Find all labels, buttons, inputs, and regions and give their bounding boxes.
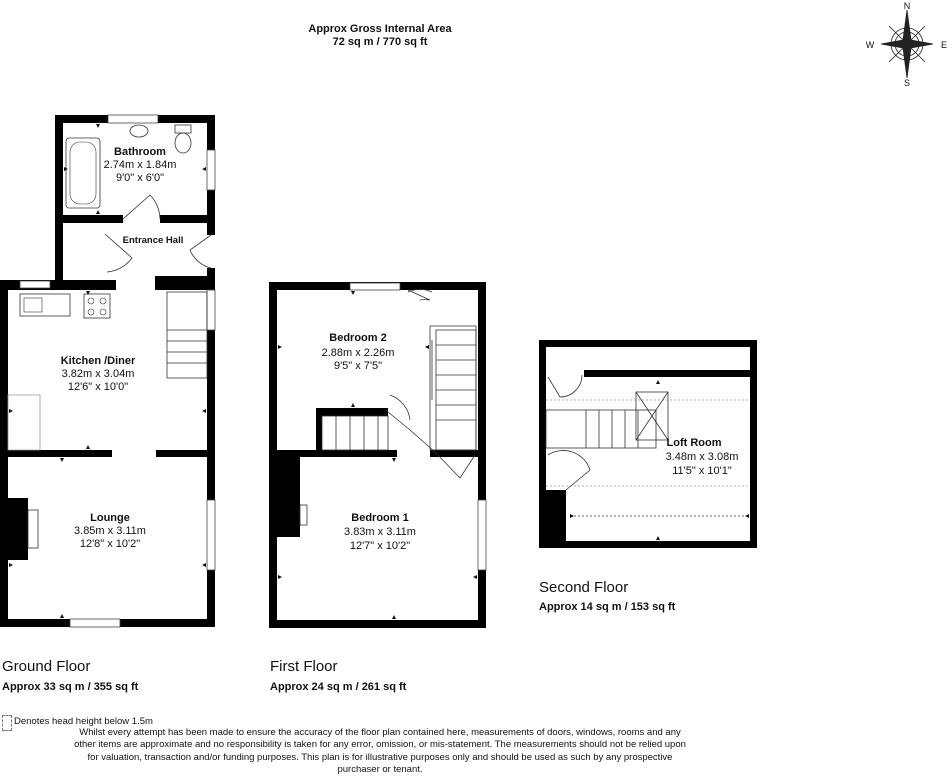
bathroom-name: Bathroom [114, 146, 166, 158]
second-measure-arrows [570, 380, 749, 540]
basin-icon [129, 124, 149, 138]
lounge-imperial: 12'8" x 10'2" [80, 538, 140, 550]
fridge-icon [7, 394, 41, 451]
bedroom1-door [409, 429, 476, 479]
kitchen-imperial: 12'6" x 10'0" [68, 381, 128, 393]
disclaimer: Whilst every attempt has been made to en… [74, 727, 686, 775]
first-floor-area: Approx 24 sq m / 261 sq ft [270, 681, 407, 693]
bedroom2-door [407, 289, 431, 301]
bedroom1-imperial: 12'7" x 10'2" [350, 540, 410, 552]
kitchen-lounge-walls [0, 276, 215, 627]
loft-cupboard-door [547, 450, 591, 491]
front-door [189, 234, 212, 269]
compass-n: N [904, 1, 911, 11]
kitchen-stairs [166, 291, 208, 379]
hearth-icon [27, 509, 39, 549]
loft-name: Loft Room [667, 437, 722, 449]
bathroom-metric: 2.74m x 1.84m [104, 159, 177, 171]
lounge-metric: 3.85m x 3.11m [74, 525, 146, 537]
ground-floor-plan: Bathroom 2.74m x 1.84m 9'0" x 6'0" Entra… [0, 114, 216, 628]
loft-metric: 3.48m x 3.08m [666, 451, 739, 463]
bedroom1-name: Bedroom 1 [351, 512, 408, 524]
ground-floor-name: Ground Floor [2, 658, 90, 675]
legend-text: Denotes head height below 1.5m [14, 716, 153, 727]
hall-door [104, 233, 133, 273]
compass-s: S [904, 78, 910, 88]
ground-floor-area: Approx 33 sq m / 355 sq ft [2, 681, 139, 693]
ground-measure-arrows [9, 124, 206, 618]
ground-windows [19, 114, 216, 628]
bedroom2-name: Bedroom 2 [329, 332, 386, 344]
second-floor-walls [539, 340, 757, 548]
gross-area-value: 72 sq m / 770 sq ft [332, 36, 428, 48]
bedroom2-metric: 2.88m x 2.26m [322, 347, 395, 359]
second-stairs [545, 391, 669, 449]
sink-icon [19, 293, 71, 317]
legend-swatch [2, 715, 12, 731]
first-stairs [321, 325, 477, 451]
first-measure-arrows [278, 291, 477, 619]
loft-door [547, 374, 583, 398]
sink-bowl-icon [23, 297, 43, 313]
low-headroom-zones [546, 399, 750, 487]
gross-area-title: Approx Gross Internal Area [308, 23, 452, 35]
bathroom-imperial: 9'0" x 6'0" [116, 172, 164, 184]
lounge-name: Lounge [90, 512, 130, 524]
entrance-hall-walls [55, 223, 215, 283]
compass-rose-icon [880, 9, 934, 79]
second-floor-plan: Loft Room 3.48m x 3.08m 11'5" x 10'1" [539, 340, 757, 548]
bedroom2-imperial: 9'5" x 7'5" [334, 360, 382, 372]
first-floor-plan: Bedroom 2 2.88m x 2.26m 9'5" x 7'5" Bedr… [269, 282, 487, 628]
bedroom1-hearth-icon [299, 504, 308, 526]
kitchen-metric: 3.82m x 3.04m [62, 368, 135, 380]
hob-icon [83, 293, 111, 319]
bath-inner-icon [69, 141, 97, 205]
landing-door [387, 394, 411, 431]
compass-e: E [941, 40, 947, 50]
toilet-cistern-icon [174, 124, 192, 134]
second-floor-name: Second Floor [539, 579, 628, 596]
bath-icon [65, 137, 101, 209]
first-windows [349, 282, 487, 571]
gross-area-header: Approx Gross Internal Area 72 sq m / 770… [0, 23, 760, 49]
kitchen-name: Kitchen /Diner [61, 355, 136, 367]
bedroom1-metric: 3.83m x 3.11m [344, 526, 416, 538]
first-floor-name: First Floor [270, 658, 338, 675]
entrance-hall-name: Entrance Hall [123, 235, 184, 246]
second-floor-area: Approx 14 sq m / 153 sq ft [539, 601, 676, 613]
bathroom-door [122, 194, 161, 220]
loft-imperial: 11'5" x 10'1" [672, 465, 732, 477]
compass-w: W [866, 40, 875, 50]
toilet-bowl-icon [174, 132, 192, 154]
